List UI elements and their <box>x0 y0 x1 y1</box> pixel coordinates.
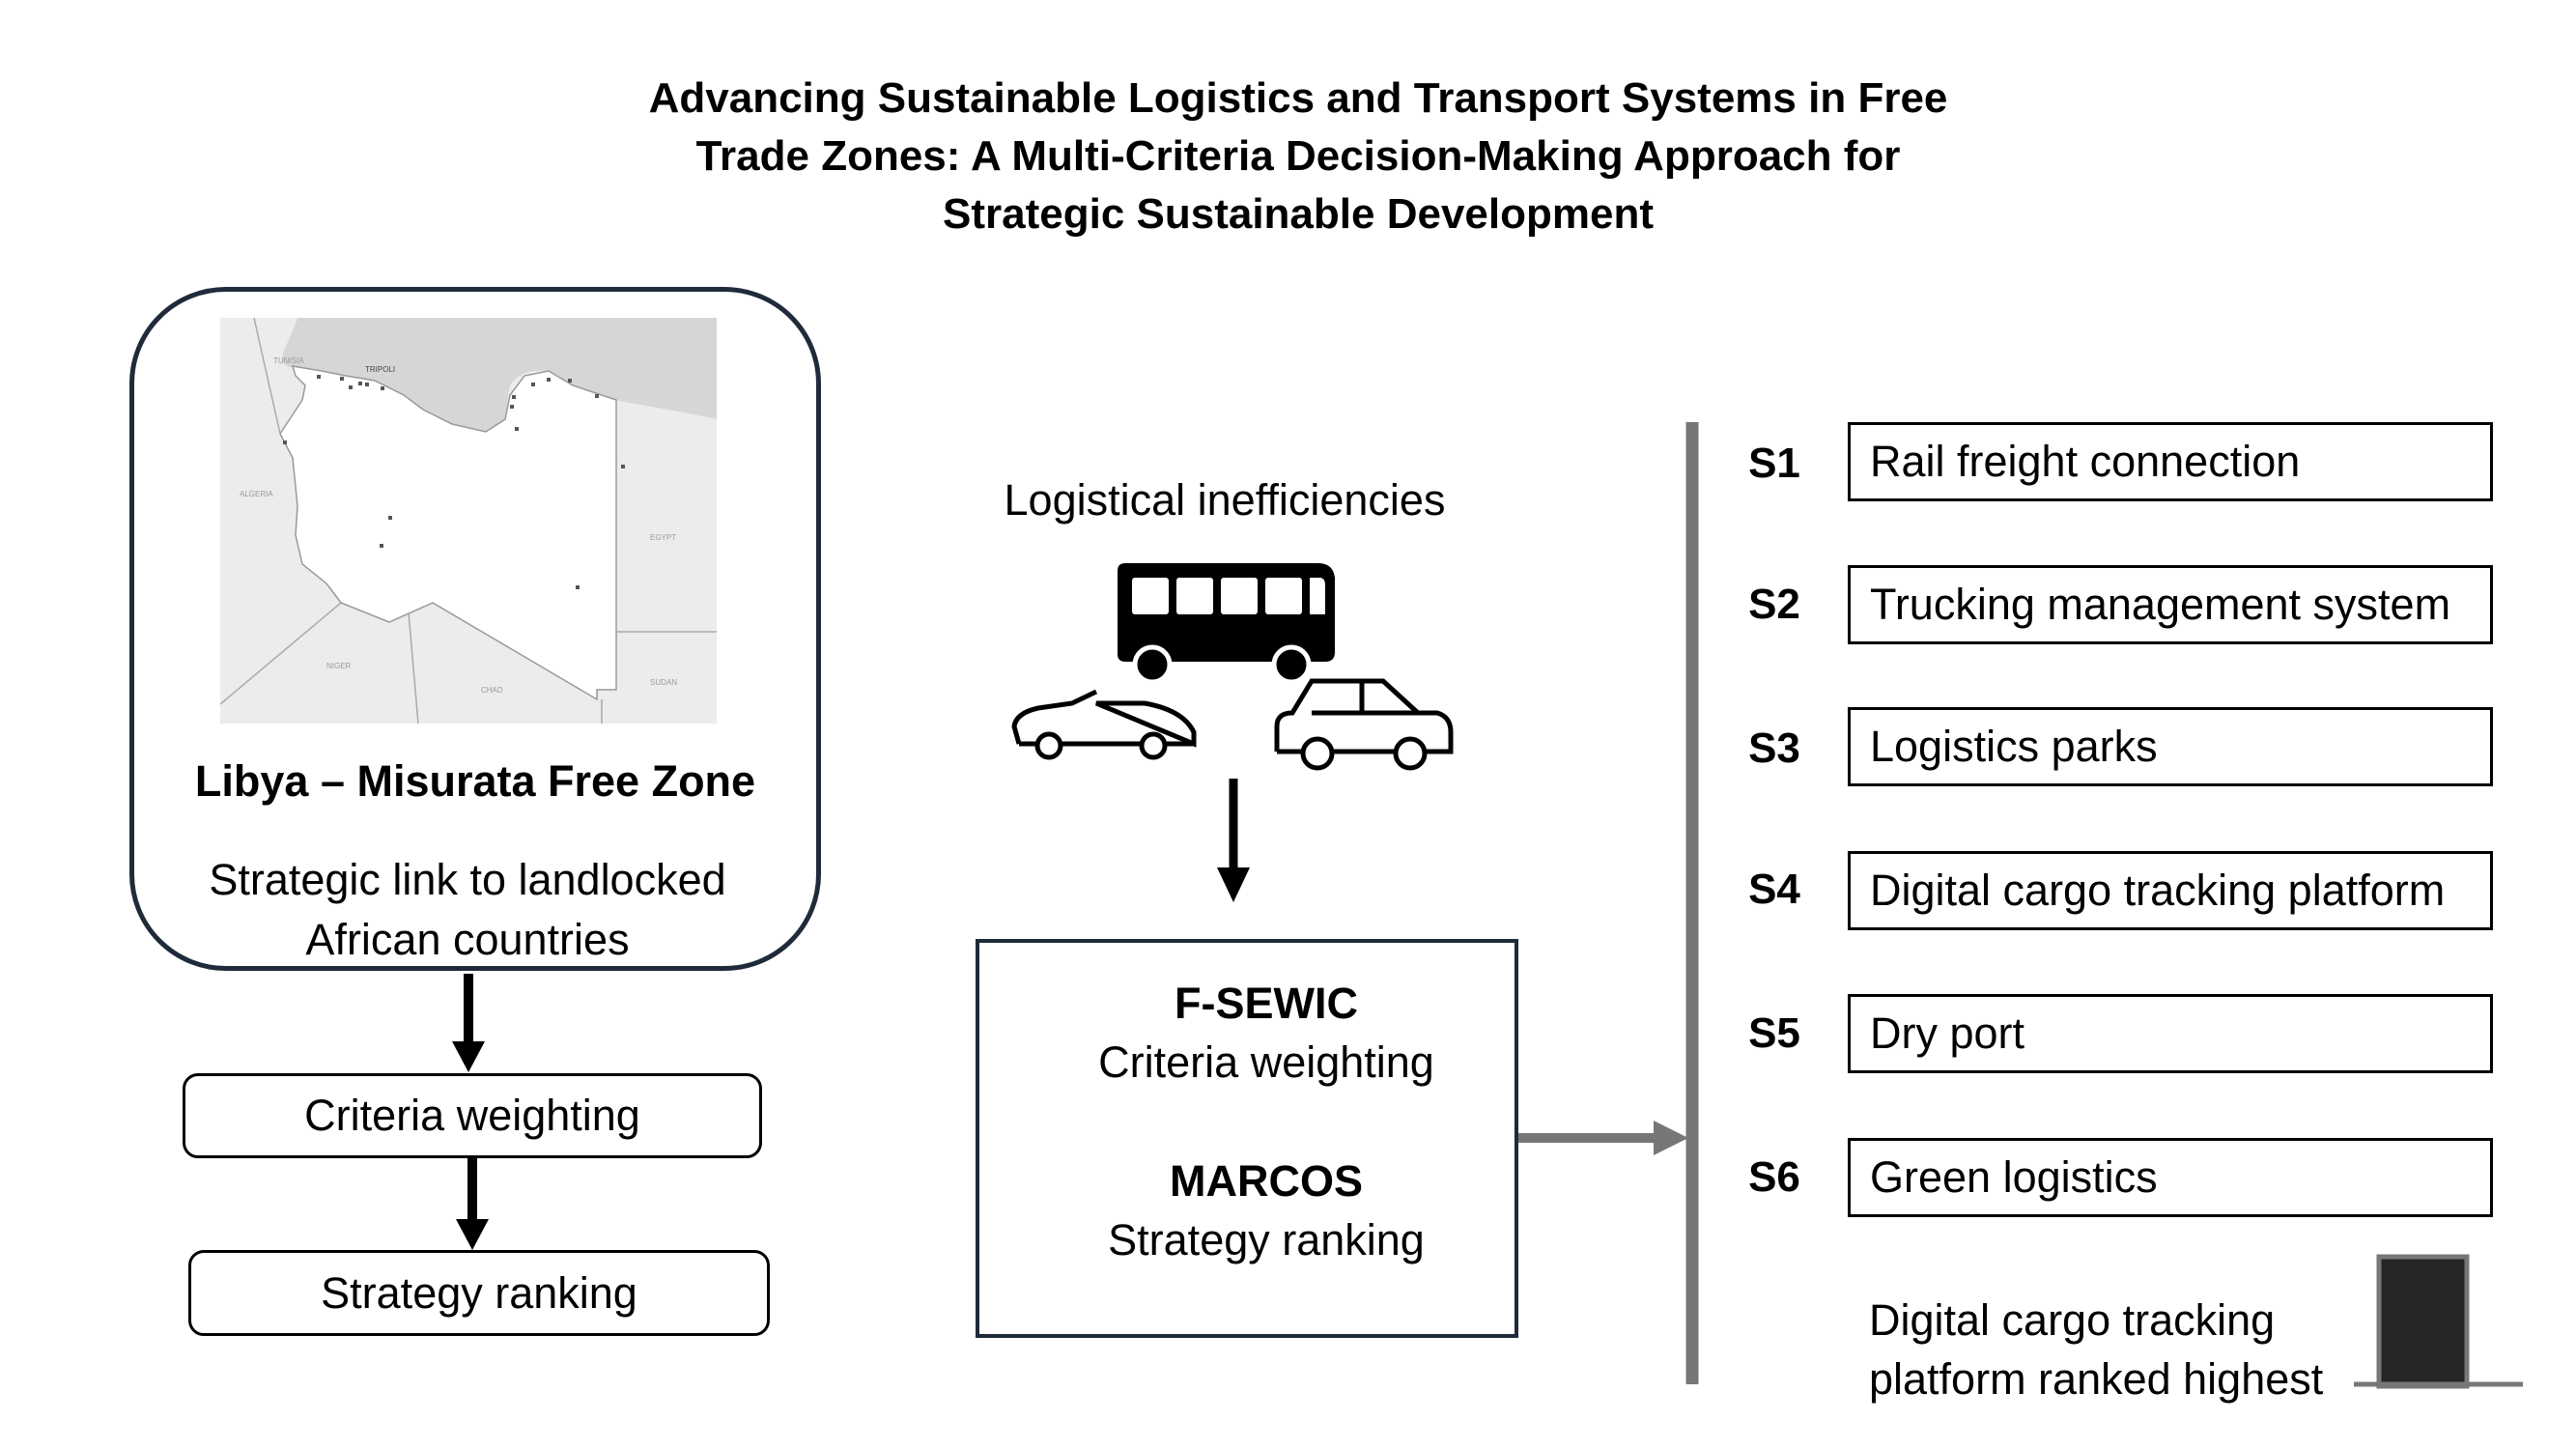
strategy-box: Rail freight connection <box>1848 422 2493 501</box>
strategy-id: S4 <box>1748 866 1800 913</box>
strategy-ranking-step: Strategy ranking <box>188 1250 770 1336</box>
description-line-1: Strategic link to landlocked <box>209 855 726 904</box>
arrow-down-icon <box>452 974 485 1072</box>
strategy-box: Digital cargo tracking platform <box>1848 851 2493 930</box>
result-line-1: Digital cargo tracking <box>1869 1295 2276 1345</box>
libya-heading: Libya – Misurata Free Zone <box>194 756 756 806</box>
map-label-chad: CHAD <box>481 686 503 695</box>
libya-map-icon: TUNISIA TRIPOLI ALGERIA EGYPT NIGER CHAD… <box>220 318 717 724</box>
strategy-id: S5 <box>1748 1009 1800 1057</box>
arrow-down-icon <box>456 1157 489 1250</box>
diagram-title: Advancing Sustainable Logistics and Tran… <box>0 70 2576 243</box>
car-icon <box>1274 678 1454 771</box>
arrow-down-icon <box>1217 779 1250 902</box>
map-label-niger: NIGER <box>326 662 352 670</box>
strategy-id: S2 <box>1748 581 1800 628</box>
method-1-description: Criteria weighting <box>1098 1037 1434 1087</box>
map-label-tripoli: TRIPOLI <box>365 365 395 374</box>
strategy-box: Green logistics <box>1848 1138 2493 1217</box>
strategy-box: Dry port <box>1848 994 2493 1073</box>
criteria-weighting-step: Criteria weighting <box>183 1073 762 1158</box>
method-2-name: MARCOS <box>1170 1156 1363 1206</box>
map-label-algeria: ALGERIA <box>240 490 273 498</box>
strategy-id: S6 <box>1748 1153 1800 1201</box>
libya-description: Strategic link to landlocked African cou… <box>129 850 806 970</box>
methods-text: F-SEWIC Criteria weighting MARCOS Strate… <box>976 974 1557 1269</box>
convertible-car-icon <box>1011 689 1197 760</box>
method-1-name: F-SEWIC <box>1175 979 1358 1028</box>
arrow-right-icon <box>1516 1121 1688 1155</box>
description-line-2: African countries <box>305 915 630 964</box>
method-2-description: Strategy ranking <box>1108 1215 1425 1264</box>
map-label-egypt: EGYPT <box>650 533 676 542</box>
result-line-2: platform ranked highest <box>1869 1354 2324 1404</box>
problem-label: Logistical inefficiencies <box>1004 475 1446 525</box>
libya-context-box <box>129 287 821 971</box>
title-line-2: Trade Zones: A Multi-Criteria Decision-M… <box>695 132 1901 180</box>
title-line-1: Advancing Sustainable Logistics and Tran… <box>648 74 1948 122</box>
map-label-tunisia: TUNISIA <box>273 356 304 365</box>
strategy-box: Trucking management system <box>1848 565 2493 644</box>
podium-icon <box>2354 1254 2523 1389</box>
strategy-box: Logistics parks <box>1848 707 2493 786</box>
title-line-3: Strategic Sustainable Development <box>943 190 1654 238</box>
strategy-id: S1 <box>1748 440 1800 487</box>
map-label-sudan: SUDAN <box>650 678 677 687</box>
result-text: Digital cargo tracking platform ranked h… <box>1869 1291 2323 1408</box>
strategy-id: S3 <box>1748 724 1800 772</box>
bus-icon <box>1118 563 1335 685</box>
methods-box <box>976 939 1518 1338</box>
